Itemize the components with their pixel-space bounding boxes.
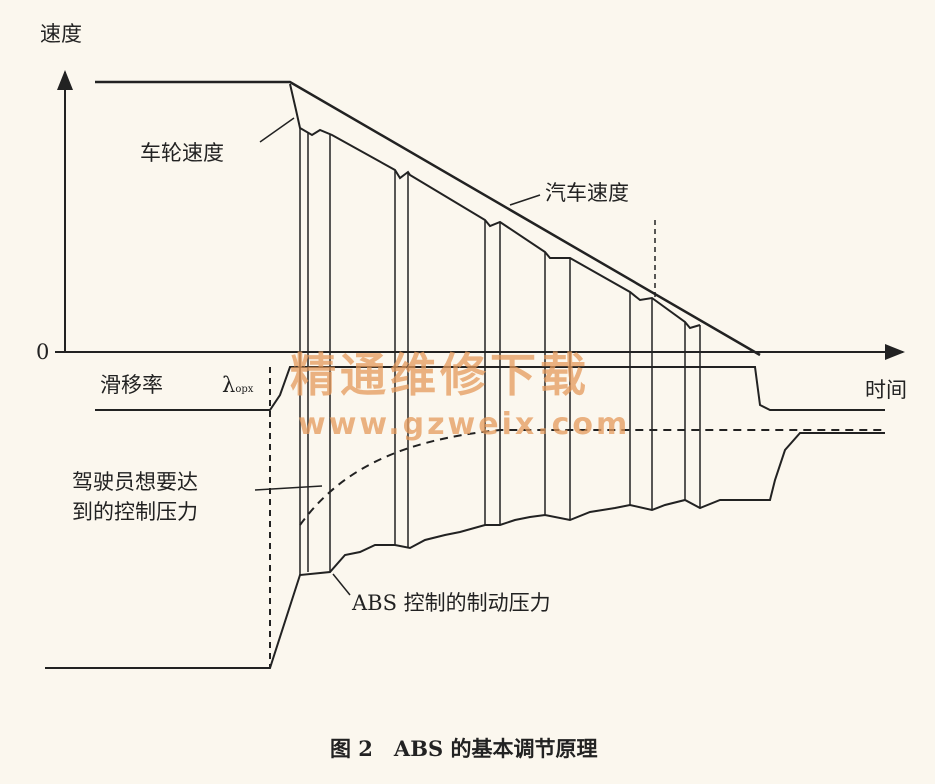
x-axis-label: 时间 [865,378,907,402]
abs-pressure-line [45,432,885,669]
driver-pressure-pointer [254,485,323,491]
driver-pressure-label-line1: 驾驶员想要达 [72,470,198,494]
watermark-title: 精通维修下载 [290,348,590,402]
control-cycle-lines [299,128,701,575]
wheel-speed-line [289,83,701,330]
driver-pressure-label-line2: 到的控制压力 [72,500,198,524]
zero-label: 0 [36,340,50,364]
vehicle-speed-label: 汽车速度 [545,181,629,205]
y-axis-label: 速度 [40,22,82,46]
lambda-symbol: λ [222,373,236,397]
vehicle-speed-line [95,80,761,357]
abs-pressure-label: ABS 控制的制动压力 [352,591,551,615]
figure-caption: 图 2 ABS 的基本调节原理 [330,736,598,761]
wheel-speed-pointer [259,117,295,143]
vehicle-speed-pointer [509,194,541,206]
lambda-label: λopx [222,375,253,396]
lambda-subscript: opx [235,384,254,395]
wheel-speed-label: 车轮速度 [140,141,224,165]
abs-pressure-pointer [332,573,351,596]
slip-rate-line [95,366,885,411]
watermark-url: www.gzweix.com [298,407,631,442]
slip-rate-label: 滑移率 [100,373,163,397]
